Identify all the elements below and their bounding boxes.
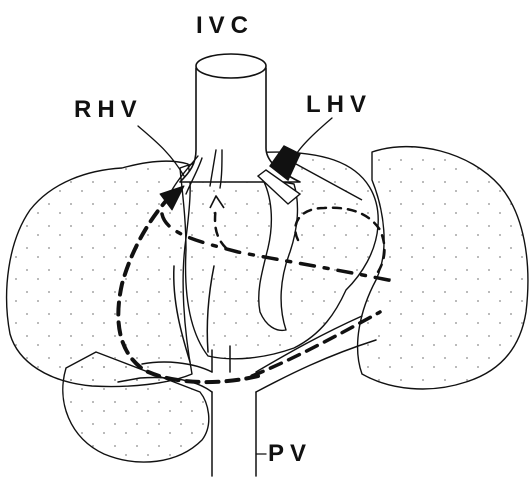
right-lobe — [358, 147, 528, 389]
label-lhv: LHV — [306, 93, 372, 117]
label-rhv: RHV — [74, 98, 143, 122]
label-pv: PV — [268, 442, 312, 466]
lhv-leader-line — [294, 118, 332, 158]
label-ivc: IVC — [196, 14, 254, 38]
ivc-opening — [196, 54, 266, 78]
